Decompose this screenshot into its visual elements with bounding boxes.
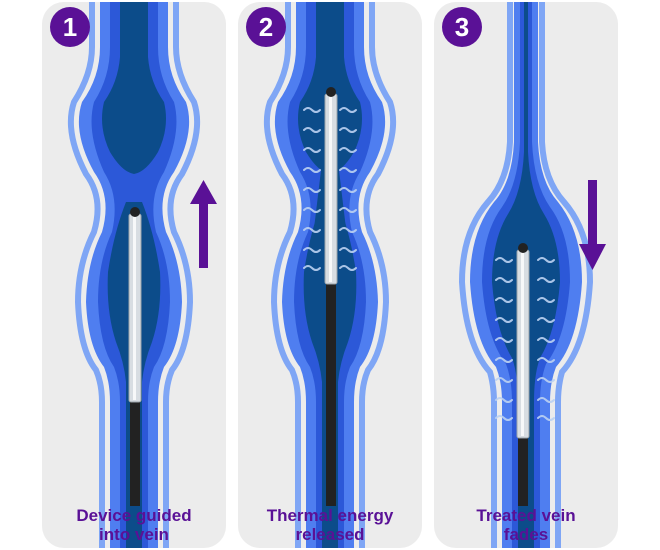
step-caption: Thermal energy released [238,506,422,544]
vein-illustration [67,2,217,548]
step-2-panel: 2 Thermal energy released [238,2,422,548]
catheter-sheath [130,400,140,506]
caption-line-1: Device guided [76,506,192,525]
catheter-sheath [326,282,336,506]
caption-line-2: fades [503,525,549,544]
vein-light-band-left [263,2,301,548]
vein-lumen-upper [102,2,166,174]
step-number-badge: 3 [442,7,482,47]
step-caption: Device guided into vein [42,506,226,544]
catheter-highlight [329,96,332,282]
step-number-badge: 1 [50,7,90,47]
step-number-badge: 2 [246,7,286,47]
vein-illustration [458,2,606,548]
step-caption: Treated vein fades [434,506,618,544]
catheter-tip-ball [326,87,336,97]
catheter-highlight [133,216,136,400]
catheter-sheath [518,436,528,506]
vein-light-band-right [539,2,594,548]
caption-line-2: released [295,525,365,544]
caption-line-1: Thermal energy [266,506,394,525]
step-3-panel: 3 Treated vein fades [434,2,618,548]
arrow-up-icon [190,180,217,268]
arrow-down-icon [579,180,606,270]
catheter-tip-ball [518,243,528,253]
vein-illustration [263,2,397,548]
vein-light-band-left [67,2,105,548]
caption-line-1: Treated vein [476,506,576,525]
thermal-energy-waves-icon [303,107,357,271]
catheter-tip-ball [130,207,140,217]
caption-line-2: into vein [99,525,169,544]
step-1-panel: 1 Device guided into vein [42,2,226,548]
vein-light-band-right [359,2,397,548]
catheter-highlight [521,252,524,436]
thermal-energy-waves-icon [495,257,555,421]
vein-light-band-left [458,2,513,548]
vein-light-band-right [163,2,201,548]
